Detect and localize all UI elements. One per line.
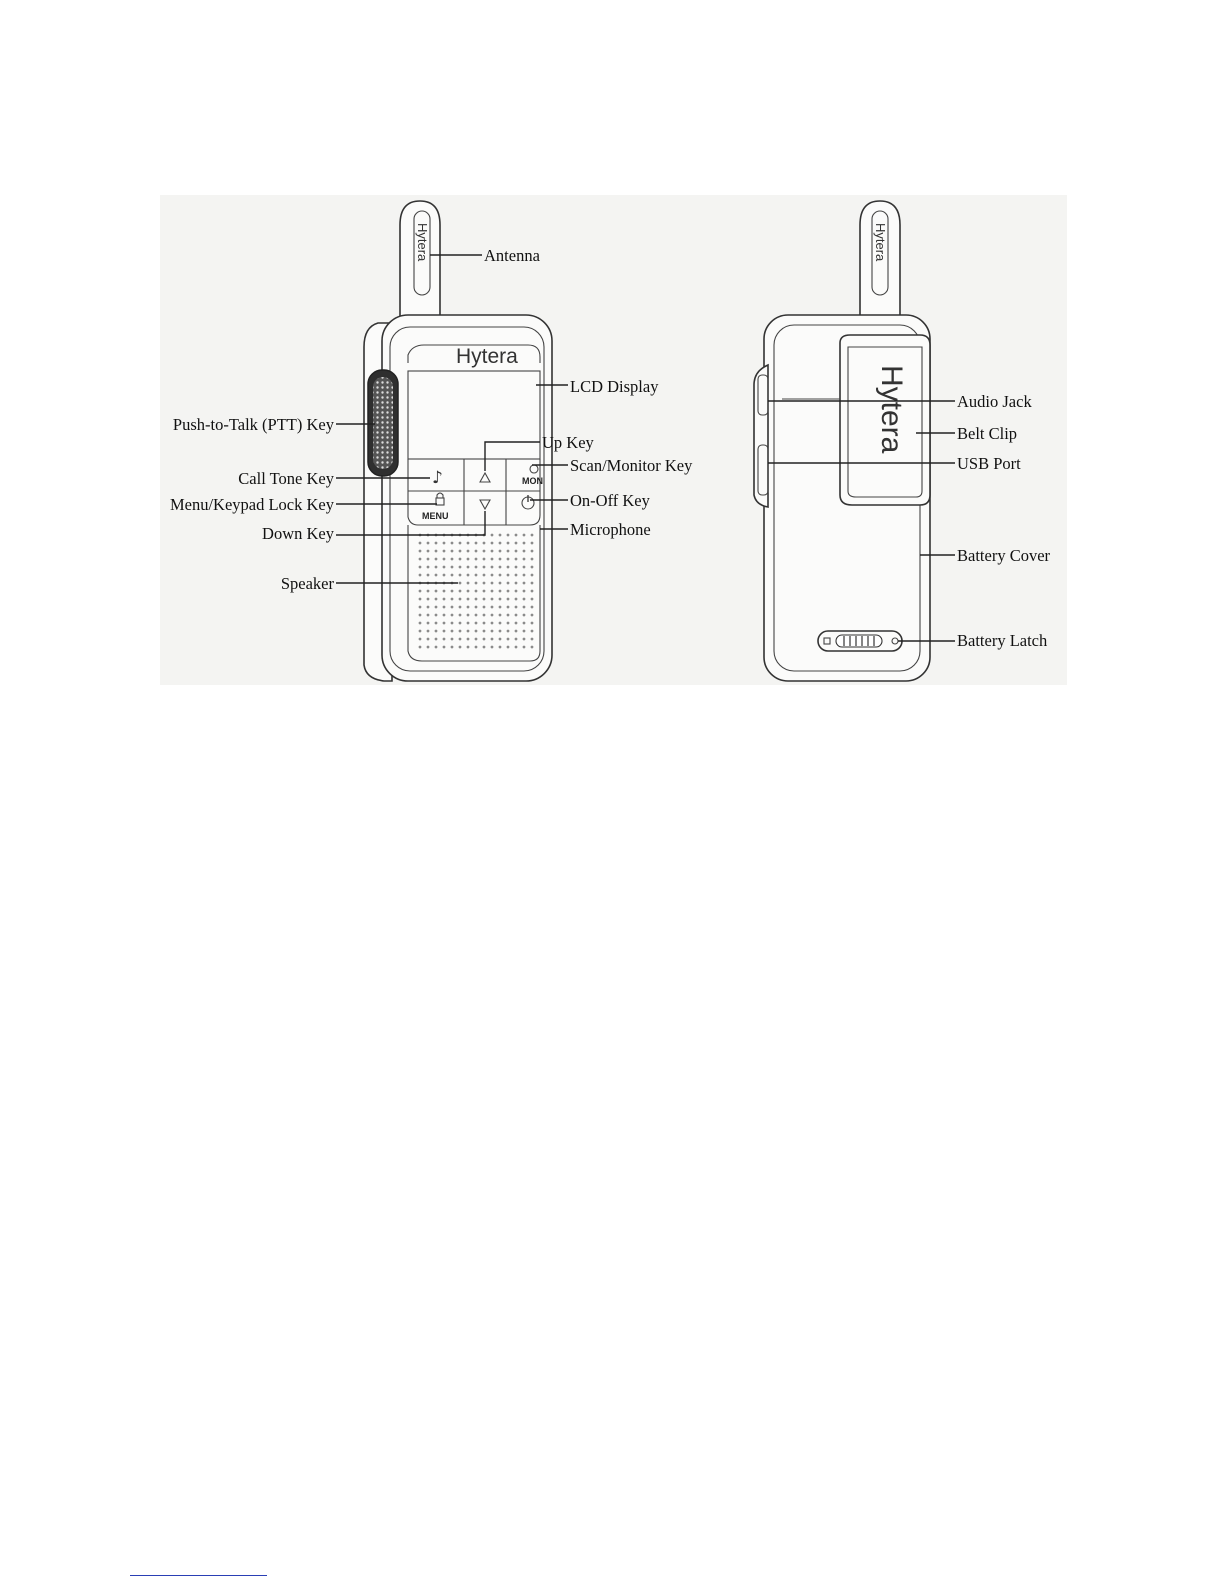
radio-illustration: Hytera Hytera ♪ [160, 195, 1067, 685]
front-brand-logo: Hytera [456, 345, 518, 368]
label-ptt-key: Push-to-Talk (PTT) Key [173, 417, 334, 434]
label-call-tone-key: Call Tone Key [238, 471, 334, 488]
label-speaker: Speaker [281, 576, 334, 593]
speaker-grille [416, 531, 534, 653]
menu-key-text: MENU [422, 511, 449, 521]
label-scan-monitor-key: Scan/Monitor Key [570, 458, 692, 475]
footnote-rule [130, 1575, 267, 1576]
front-radio: Hytera Hytera ♪ [364, 201, 552, 681]
antenna-brand: Hytera [415, 223, 430, 262]
back-radio: Hytera Hytera [754, 201, 930, 681]
label-battery-cover: Battery Cover [957, 548, 1050, 565]
radio-diagram: Hytera Hytera ♪ [160, 195, 1067, 685]
label-on-off-key: On-Off Key [570, 493, 650, 510]
call-tone-key-icon: ♪ [432, 468, 443, 488]
label-audio-jack: Audio Jack [957, 394, 1032, 411]
battery-latch [818, 631, 902, 651]
label-microphone: Microphone [570, 522, 651, 539]
label-antenna: Antenna [484, 248, 540, 265]
label-lcd-display: LCD Display [570, 379, 658, 396]
label-up-key: Up Key [542, 435, 594, 452]
belt-clip-brand: Hytera [875, 365, 908, 454]
label-usb-port: USB Port [957, 456, 1021, 473]
label-menu-keypad-lock-key: Menu/Keypad Lock Key [170, 497, 334, 514]
label-down-key: Down Key [262, 526, 334, 543]
label-battery-latch: Battery Latch [957, 633, 1047, 650]
back-antenna-brand: Hytera [873, 223, 888, 262]
mon-key-text: MON [522, 476, 543, 486]
label-belt-clip: Belt Clip [957, 426, 1017, 443]
